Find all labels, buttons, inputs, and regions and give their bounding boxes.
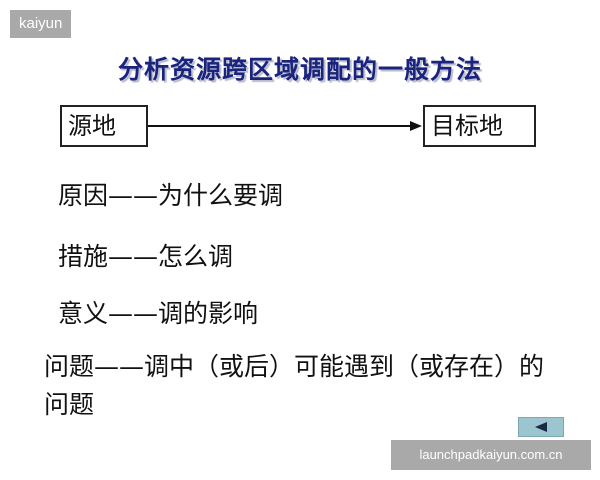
source-box: 源地	[60, 105, 148, 147]
target-box: 目标地	[423, 105, 536, 147]
measure-dash: ——	[108, 242, 159, 271]
reason-dash: ——	[108, 181, 159, 210]
reason-term: 原因	[58, 181, 109, 210]
watermark-bottom: launchpadkaiyun.com.cn	[391, 440, 591, 470]
problem-paragraph: 问题——调中（或后）可能遇到（或存在）的问题	[44, 352, 545, 419]
significance-dash: ——	[108, 299, 159, 328]
reason-line: 原因——为什么要调	[58, 176, 283, 212]
watermark-top: kaiyun	[10, 10, 72, 38]
significance-desc: 调的影响	[158, 299, 259, 328]
page-title: 分析资源跨区域调配的一般方法	[117, 55, 482, 84]
flow-arrow	[148, 121, 422, 131]
reason-desc: 为什么要调	[158, 181, 284, 210]
measure-desc: 怎么调	[158, 242, 234, 271]
significance-term: 意义	[58, 299, 109, 328]
significance-line: 意义——调的影响	[58, 294, 258, 330]
play-back-icon	[535, 422, 547, 432]
measure-line: 措施——怎么调	[58, 237, 233, 273]
previous-slide-button[interactable]	[518, 417, 564, 437]
measure-term: 措施	[58, 242, 109, 271]
